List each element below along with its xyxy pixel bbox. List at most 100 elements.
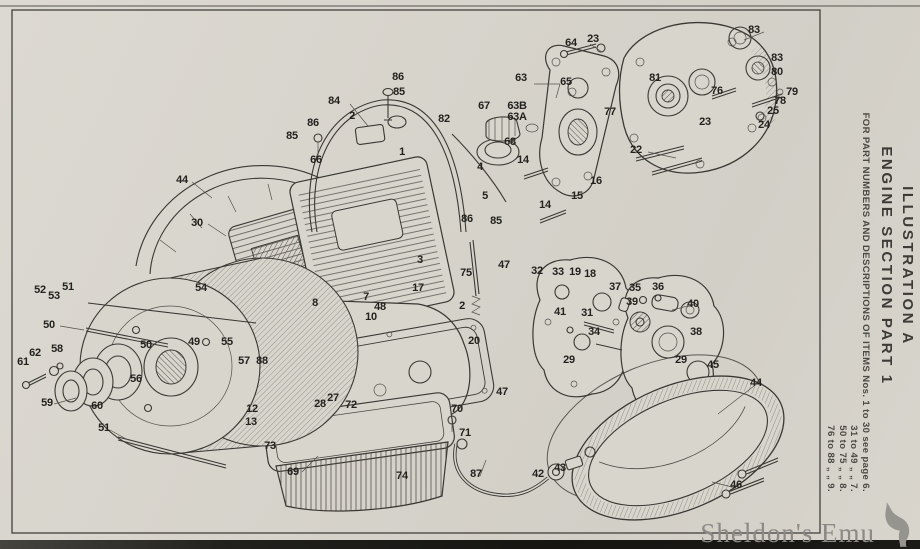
- part-label-86-4: 86: [307, 117, 319, 129]
- part-label-36-78: 36: [652, 281, 664, 293]
- part-label-60-48: 60: [91, 400, 103, 412]
- part-label-78-34: 78: [774, 95, 786, 107]
- part-label-24-36: 24: [758, 119, 770, 131]
- part-label-74-91: 74: [396, 470, 408, 482]
- part-label-20-66: 20: [468, 335, 480, 347]
- part-label-50-50: 50: [140, 339, 152, 351]
- part-label-1-14: 1: [399, 146, 405, 158]
- part-label-17-59: 17: [412, 282, 424, 294]
- part-label-14-19: 14: [539, 199, 551, 211]
- part-label-23-23: 23: [587, 33, 599, 45]
- part-label-77-25: 77: [604, 106, 616, 118]
- part-label-50-43: 50: [43, 319, 55, 331]
- part-label-23-29: 23: [699, 116, 711, 128]
- part-label-59-47: 59: [41, 397, 53, 409]
- part-label-32-72: 32: [531, 265, 543, 277]
- part-label-51-57: 51: [98, 422, 110, 434]
- part-label-16-21: 16: [590, 175, 602, 187]
- part-label-52-40: 52: [34, 284, 46, 296]
- part-label-39-79: 39: [626, 296, 638, 308]
- part-label-7-60: 7: [363, 291, 369, 303]
- outer-oval-cover: [546, 354, 785, 521]
- oil-pipe: [447, 415, 596, 497]
- part-label-57-53: 57: [238, 355, 250, 367]
- part-label-71-94: 71: [459, 427, 471, 439]
- part-label-76-27: 76: [711, 85, 723, 97]
- part-label-48-61: 48: [374, 301, 386, 313]
- caption-page-list-line-2: 50 to 75 „ „ 8.: [837, 425, 848, 492]
- part-label-46-97: 46: [730, 479, 742, 491]
- part-label-40-80: 40: [687, 298, 699, 310]
- part-label-47-68: 47: [496, 386, 508, 398]
- watermark-text: Sheldon's Emu: [700, 518, 875, 548]
- gearbox-outer-cover: [618, 21, 778, 174]
- part-label-81-26: 81: [649, 72, 661, 84]
- part-label-28-70: 28: [314, 398, 326, 410]
- part-label-69-90: 69: [287, 466, 299, 478]
- crankcase-and-cylinder: [289, 87, 507, 425]
- part-label-29-85: 29: [563, 354, 575, 366]
- oil-filler-cap: [476, 116, 539, 166]
- part-label-86-17: 86: [461, 213, 473, 225]
- part-label-34-83: 34: [588, 326, 600, 338]
- caption-page-list-line-0: FOR PART NUMBERS AND DESCRIPTIONS OF ITE…: [860, 112, 871, 492]
- part-label-63A-11: 63A: [507, 111, 527, 123]
- watermark: Sheldon's Emu: [700, 499, 916, 549]
- part-label-63-9: 63: [515, 72, 527, 84]
- part-label-42-95: 42: [532, 468, 544, 480]
- part-label-79-33: 79: [786, 86, 798, 98]
- part-label-30-38: 30: [191, 217, 203, 229]
- part-label-86-0: 86: [392, 71, 404, 83]
- part-label-72-71: 72: [345, 399, 357, 411]
- part-label-38-84: 38: [690, 326, 702, 338]
- part-label-70-93: 70: [451, 403, 463, 415]
- part-label-61-46: 61: [17, 356, 29, 368]
- part-label-44-37: 44: [176, 174, 188, 186]
- part-label-2-65: 2: [459, 300, 465, 312]
- part-label-87-92: 87: [470, 468, 482, 480]
- part-label-85-1: 85: [393, 86, 405, 98]
- part-label-4-15: 4: [477, 161, 483, 173]
- part-label-19-74: 19: [569, 266, 581, 278]
- part-label-80-32: 80: [771, 66, 783, 78]
- caption-page-list-line-3: 76 to 88 „ „ 9.: [825, 425, 837, 492]
- part-label-33-73: 33: [552, 266, 564, 278]
- part-label-83-31: 83: [771, 52, 783, 64]
- part-label-55-52: 55: [221, 336, 233, 348]
- part-label-54-39: 54: [195, 282, 207, 294]
- part-label-15-20: 15: [571, 190, 583, 202]
- part-label-14-13: 14: [517, 154, 529, 166]
- part-label-85-18: 85: [490, 215, 502, 227]
- part-label-62-45: 62: [29, 347, 41, 359]
- part-label-5-16: 5: [482, 190, 488, 202]
- part-label-58-44: 58: [51, 343, 63, 355]
- flywheel-assembly: [79, 257, 359, 455]
- part-label-35-77: 35: [629, 282, 641, 294]
- part-label-83-30: 83: [748, 24, 760, 36]
- part-label-22-28: 22: [630, 144, 642, 156]
- caption-title-line2: ENGINE SECTION PART 1: [878, 146, 895, 386]
- caption-title-line1: ILLUSTRATION A: [899, 186, 916, 346]
- part-label-84-2: 84: [328, 95, 340, 107]
- part-label-29-86: 29: [675, 354, 687, 366]
- part-label-47-67: 47: [498, 259, 510, 271]
- part-label-75-64: 75: [460, 267, 472, 279]
- part-label-64-22: 64: [565, 37, 577, 49]
- page-bottom-shadow: [0, 540, 920, 549]
- part-label-8-63: 8: [312, 297, 318, 309]
- emu-icon: [885, 502, 910, 547]
- part-label-88-54: 88: [256, 355, 268, 367]
- part-label-27-69: 27: [327, 392, 339, 404]
- part-label-12-55: 12: [246, 403, 258, 415]
- part-label-41-81: 41: [554, 306, 566, 318]
- part-label-63B-10: 63B: [507, 100, 527, 112]
- leader-lines: [53, 31, 765, 489]
- cover-seals-and-fasteners: [635, 26, 784, 176]
- part-label-13-56: 13: [245, 416, 257, 428]
- part-label-68-12: 68: [504, 136, 516, 148]
- front-engine-cover: [135, 164, 325, 275]
- timing-cover-inner: [523, 43, 620, 224]
